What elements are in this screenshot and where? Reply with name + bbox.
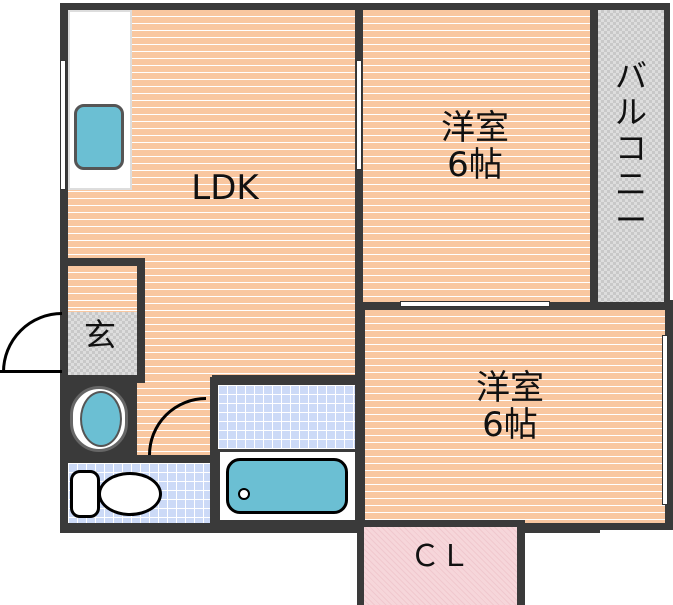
door-slide	[400, 301, 550, 307]
ldk-label-box: LDK	[170, 168, 280, 212]
washroom	[218, 385, 355, 449]
room-name: 洋室	[441, 108, 509, 148]
balcony-label: バルコニー	[614, 57, 647, 239]
room-size: 6帖	[447, 145, 503, 186]
wall	[137, 258, 145, 383]
closet-label: ＣＬ	[410, 539, 470, 574]
entrance-door[interactable]	[0, 370, 62, 373]
window	[662, 335, 668, 505]
wall	[68, 455, 213, 463]
room-size: 6帖	[482, 405, 538, 446]
wall	[68, 375, 145, 383]
balcony-label-box: バルコニー	[606, 58, 656, 248]
window	[60, 60, 66, 190]
washbasin-bowl	[80, 391, 122, 447]
toilet-tank	[70, 470, 100, 518]
closet	[364, 527, 517, 605]
bathtub	[226, 458, 348, 514]
entrance-label: 玄	[83, 316, 116, 354]
drain-icon	[238, 488, 250, 500]
storage	[68, 266, 137, 308]
kitchen-sink	[74, 104, 124, 170]
entrance	[68, 312, 137, 375]
toilet-bowl	[98, 472, 162, 516]
western-room-1	[363, 10, 590, 302]
room-name: 洋室	[476, 368, 544, 408]
door-slide	[356, 60, 362, 170]
ldk-label: LDK	[191, 168, 259, 208]
wall	[68, 258, 145, 266]
balcony	[598, 10, 664, 302]
western-room-2	[365, 310, 665, 523]
